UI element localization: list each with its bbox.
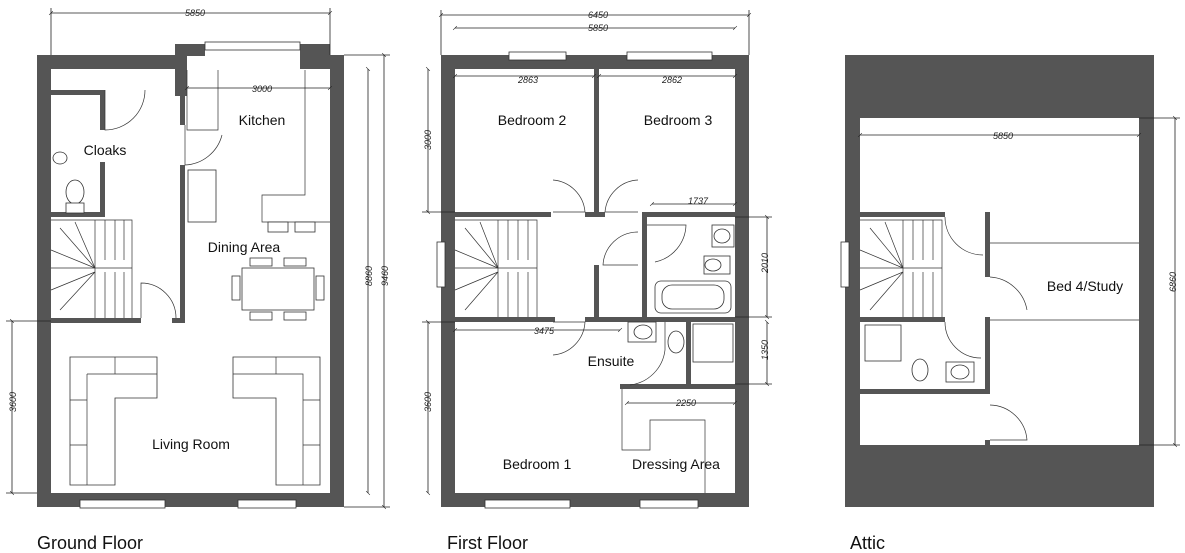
ground-width-dim: 5850 — [185, 8, 205, 18]
dressing-area-label: Dressing Area — [632, 456, 720, 472]
landing-width-dim: 3475 — [534, 326, 555, 336]
first-inner-width-dim: 5850 — [588, 23, 608, 33]
bathroom-depth-dim: 2010 — [760, 253, 770, 274]
living-depth-dim: 3600 — [8, 392, 18, 412]
ground-floor-plan: Kitchen Cloaks Dining Area Living Room 5… — [6, 8, 390, 553]
attic-plan: Bed 4/Study 5850 6860 Attic — [840, 55, 1180, 553]
ensuite-label: Ensuite — [588, 353, 635, 369]
bedroom-3-width-dim: 2862 — [661, 75, 682, 85]
ground-floor-title: Ground Floor — [37, 533, 143, 553]
first-stairs — [454, 219, 538, 317]
first-outer-width-dim: 6450 — [588, 10, 608, 20]
ground-outer-depth-dim: 9460 — [380, 266, 390, 286]
cloaks-label: Cloaks — [84, 142, 127, 158]
bedroom-depth-dim: 3000 — [423, 130, 433, 150]
bathroom-width-dim: 1737 — [688, 196, 709, 206]
dressing-width-dim: 2250 — [675, 398, 696, 408]
first-floor-plan: Bedroom 2 Bedroom 3 Ensuite Bedroom 1 Dr… — [422, 10, 772, 553]
ground-stairs — [50, 219, 133, 318]
bedroom-2-label: Bedroom 2 — [498, 112, 567, 128]
attic-width-dim: 5850 — [993, 131, 1013, 141]
attic-title: Attic — [850, 533, 885, 553]
bedroom-3-label: Bedroom 3 — [644, 112, 713, 128]
bedroom-2-width-dim: 2863 — [517, 75, 538, 85]
attic-depth-dim: 6860 — [1168, 272, 1178, 292]
bed-4-study-label: Bed 4/Study — [1047, 278, 1123, 294]
bedroom-1-label: Bedroom 1 — [503, 456, 572, 472]
ensuite-depth-dim: 1350 — [760, 340, 770, 360]
ground-inner-depth-dim: 8860 — [364, 266, 374, 286]
kitchen-label: Kitchen — [239, 112, 286, 128]
living-room-label: Living Room — [152, 436, 230, 452]
bedroom-1-depth-dim: 3600 — [423, 392, 433, 412]
dining-area-label: Dining Area — [208, 239, 281, 255]
attic-stairs — [859, 219, 943, 317]
kitchen-width-dim: 3000 — [252, 84, 272, 94]
first-floor-title: First Floor — [447, 533, 528, 553]
